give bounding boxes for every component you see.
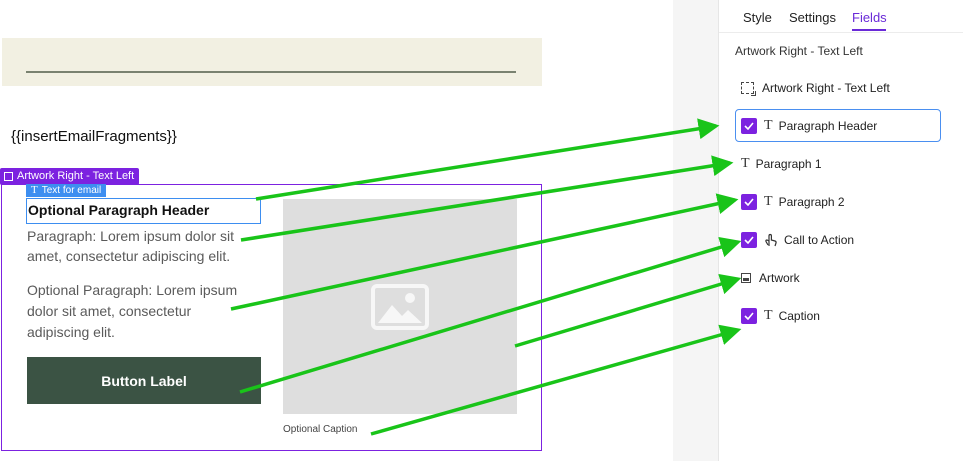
component-tag-label: Artwork Right - Text Left: [17, 170, 135, 182]
field-label: Call to Action: [784, 232, 855, 247]
divider-line: [26, 71, 516, 73]
fragments-placeholder[interactable]: {{insertEmailFragments}}: [11, 128, 177, 145]
component-icon: [4, 172, 13, 181]
image-icon: [741, 272, 751, 283]
field-row-paragraph-1[interactable]: T Paragraph 1: [735, 147, 941, 180]
pointer-hand-icon: [765, 233, 777, 246]
text-field-tag: T Text for email: [26, 184, 107, 197]
panel-tabs: Style Settings Fields: [719, 0, 963, 33]
selection-icon: [741, 81, 756, 96]
checkmark-icon: [744, 235, 754, 244]
active-tab-indicator: [852, 29, 886, 31]
field-label: Paragraph Header: [778, 118, 878, 133]
text-icon: T: [764, 117, 773, 133]
panel-title: Artwork Right - Text Left: [735, 44, 863, 58]
component-label-tag[interactable]: Artwork Right - Text Left: [0, 168, 140, 185]
text-icon: T: [764, 307, 773, 323]
paragraph-1[interactable]: Paragraph: Lorem ipsum dolor sit amet, c…: [27, 228, 234, 264]
text-icon: T: [741, 155, 750, 171]
field-label: Caption: [778, 308, 820, 323]
checkbox-checked[interactable]: [741, 307, 757, 324]
call-to-action-button[interactable]: Button Label: [27, 357, 261, 404]
field-row-paragraph-2[interactable]: T Paragraph 2: [735, 185, 941, 218]
text-icon: T: [764, 193, 773, 209]
checkbox-checked[interactable]: [741, 117, 757, 134]
text-tag-label: Text for email: [41, 185, 102, 196]
tab-settings[interactable]: Settings: [789, 10, 836, 25]
field-row-caption[interactable]: T Caption: [735, 299, 941, 332]
previous-section-block[interactable]: [2, 38, 542, 86]
properties-panel: Style Settings Fields Artwork Right - Te…: [718, 0, 963, 461]
checkbox-checked[interactable]: [741, 231, 757, 248]
image-placeholder-icon: [371, 283, 429, 330]
caption-text[interactable]: Optional Caption: [283, 424, 358, 435]
checkbox-checked[interactable]: [741, 193, 757, 210]
paragraph-2[interactable]: Optional Paragraph: Lorem ipsum dolor si…: [27, 282, 238, 340]
field-label: Paragraph 1: [755, 156, 822, 171]
field-label: Artwork Right - Text Left: [762, 80, 890, 95]
checkmark-icon: [744, 311, 754, 320]
field-row-call-to-action[interactable]: Call to Action: [735, 223, 941, 256]
paragraph-header[interactable]: Optional Paragraph Header: [28, 202, 210, 218]
text-icon: T: [31, 184, 38, 196]
canvas-top-strip: [0, 0, 673, 38]
checkmark-icon: [744, 197, 754, 206]
field-label: Artwork: [759, 270, 800, 285]
field-label: Paragraph 2: [778, 194, 845, 209]
field-row-paragraph-header[interactable]: T Paragraph Header: [735, 109, 941, 142]
artwork-placeholder[interactable]: [283, 199, 517, 414]
tab-fields[interactable]: Fields: [852, 10, 887, 25]
checkmark-icon: [744, 121, 754, 130]
field-row-artwork[interactable]: Artwork: [735, 261, 941, 294]
field-row-component[interactable]: Artwork Right - Text Left: [735, 71, 941, 104]
tab-style[interactable]: Style: [743, 10, 772, 25]
